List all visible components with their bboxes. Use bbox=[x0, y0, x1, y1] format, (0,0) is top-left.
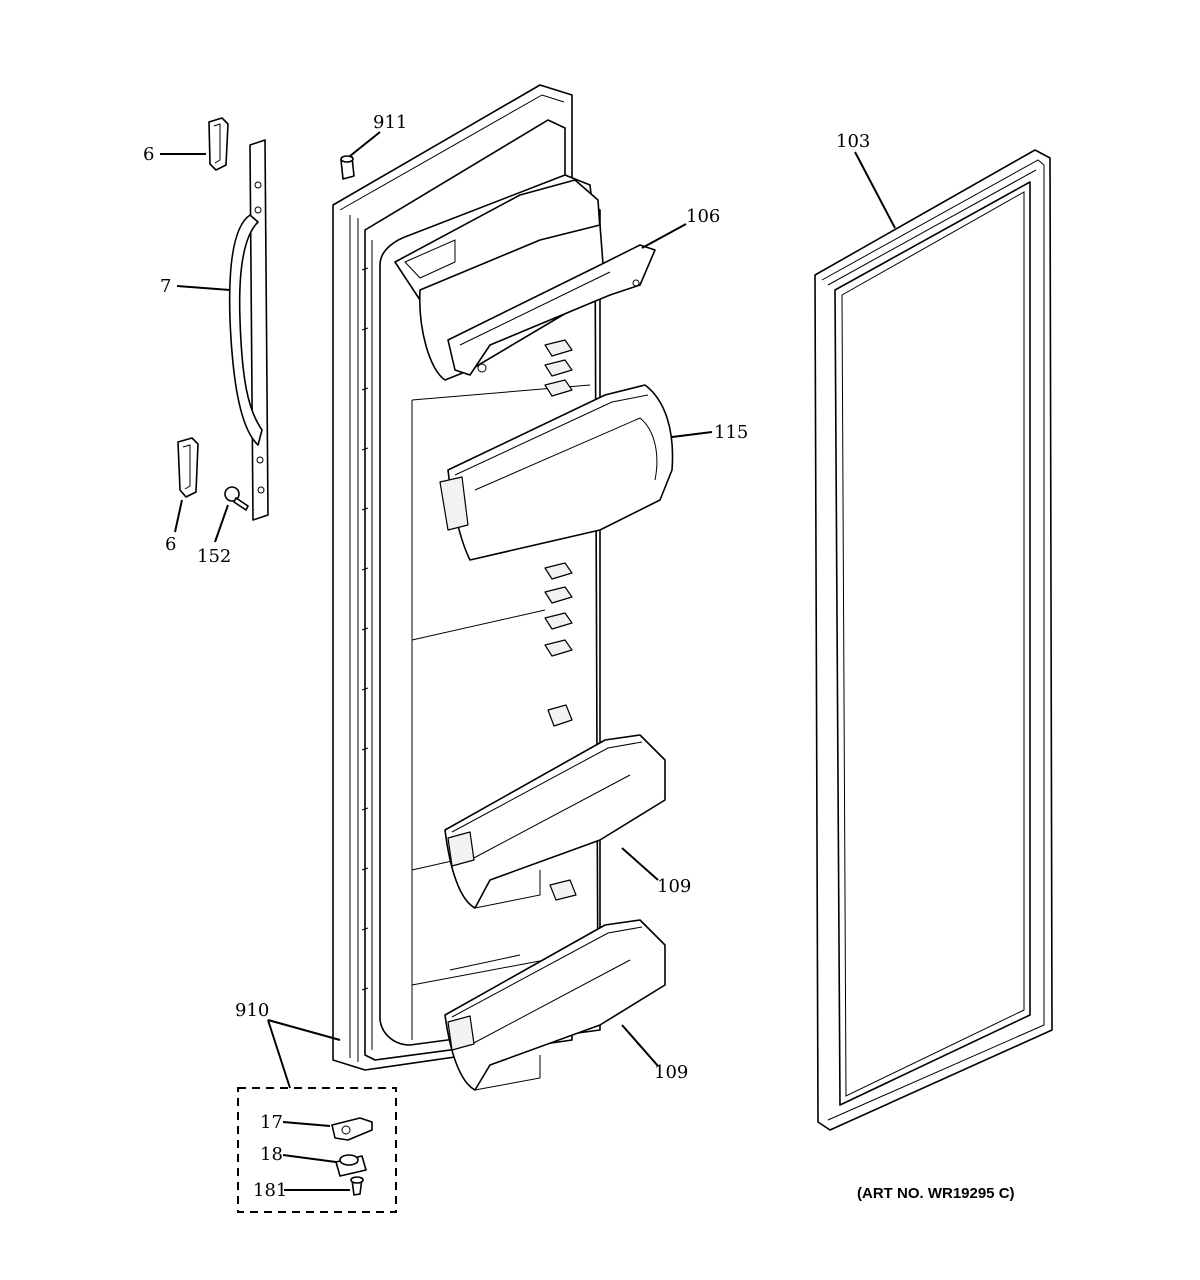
label-109-lower: 109 bbox=[654, 1062, 688, 1083]
door-gasket-channel-marks bbox=[361, 267, 369, 991]
label-7: 7 bbox=[160, 276, 171, 297]
label-109-upper: 109 bbox=[657, 876, 691, 897]
label-106: 106 bbox=[686, 206, 720, 227]
liner-shelf-supports bbox=[544, 339, 577, 901]
label-911: 911 bbox=[373, 112, 407, 133]
label-6-top: 6 bbox=[143, 144, 154, 165]
art-number: (ART NO. WR19295 C) bbox=[857, 1185, 1015, 1202]
label-181: 181 bbox=[253, 1180, 287, 1201]
label-103: 103 bbox=[836, 131, 870, 152]
hinge-bushing-part-18 bbox=[335, 1154, 367, 1177]
door-bin-part-109-upper bbox=[444, 734, 666, 909]
door-bin-part-115 bbox=[439, 384, 674, 561]
hinge-screw-part-181 bbox=[350, 1176, 364, 1196]
hinge-plate-part-17 bbox=[331, 1117, 373, 1141]
label-152: 152 bbox=[197, 546, 231, 567]
door-bin-part-109-lower bbox=[444, 919, 666, 1091]
handle-screw bbox=[224, 486, 249, 511]
label-17: 17 bbox=[260, 1112, 283, 1133]
handle-end-cap-bottom bbox=[177, 437, 199, 498]
label-115: 115 bbox=[714, 422, 748, 443]
door-gasket-part-103 bbox=[814, 149, 1053, 1131]
handle-end-cap-top bbox=[208, 117, 229, 171]
label-910: 910 bbox=[235, 1000, 269, 1021]
label-6-bottom: 6 bbox=[165, 534, 176, 555]
door-handle bbox=[228, 139, 269, 521]
dairy-door-part-106 bbox=[447, 244, 656, 376]
leader-lines bbox=[160, 131, 896, 1191]
label-18: 18 bbox=[260, 1144, 283, 1165]
door-stop-part-911 bbox=[340, 155, 355, 180]
